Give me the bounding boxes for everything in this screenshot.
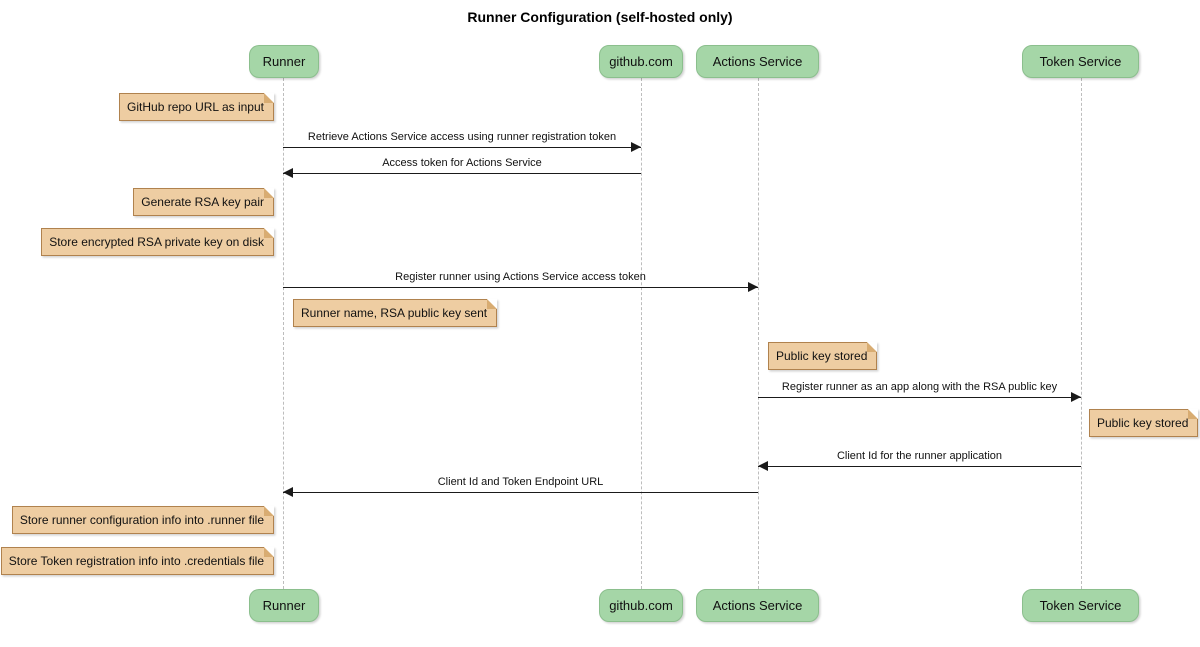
note-store-runner-file: Store runner configuration info into .ru… — [11, 506, 275, 534]
note-runner-name-sent: Runner name, RSA public key sent — [293, 299, 498, 327]
participant-github-top: github.com — [599, 45, 683, 78]
participant-actions-service-bottom: Actions Service — [696, 589, 819, 622]
participant-actions-service-top: Actions Service — [696, 45, 819, 78]
note-github-repo-url: GitHub repo URL as input — [119, 93, 274, 121]
participant-token-service-bottom: Token Service — [1022, 589, 1139, 622]
diagram-title: Runner Configuration (self-hosted only) — [467, 9, 733, 25]
note-store-credentials-file: Store Token registration info into .cred… — [0, 547, 275, 575]
message-label-client-id-runner-app: Client Id for the runner application — [836, 450, 1003, 462]
participant-token-service-top: Token Service — [1022, 45, 1139, 78]
message-arrowhead — [758, 461, 768, 471]
lifeline-token-service — [1081, 78, 1082, 589]
message-line — [283, 173, 641, 174]
lifeline-actions-service — [758, 78, 759, 589]
note-public-key-stored-token: Public key stored — [1089, 409, 1199, 437]
message-label-register-runner: Register runner using Actions Service ac… — [395, 271, 646, 283]
note-public-key-stored-actions: Public key stored — [768, 342, 878, 370]
message-line — [758, 466, 1081, 467]
message-label-client-id-endpoint: Client Id and Token Endpoint URL — [437, 476, 604, 488]
participant-runner-bottom: Runner — [249, 589, 319, 622]
message-label-access-token: Access token for Actions Service — [382, 157, 542, 169]
lifeline-github — [641, 78, 642, 589]
message-line — [283, 492, 758, 493]
participant-runner-top: Runner — [249, 45, 319, 78]
message-label-register-app: Register runner as an app along with the… — [781, 381, 1058, 393]
note-generate-rsa-key: Generate RSA key pair — [133, 188, 274, 216]
message-label-retrieve-actions-access: Retrieve Actions Service access using ru… — [307, 131, 617, 143]
note-store-private-key: Store encrypted RSA private key on disk — [41, 228, 274, 256]
message-arrowhead — [283, 487, 293, 497]
message-arrowhead — [631, 142, 641, 152]
message-arrowhead — [283, 168, 293, 178]
message-arrowhead — [1071, 392, 1081, 402]
lifeline-runner — [283, 78, 284, 589]
message-line — [758, 397, 1081, 398]
message-line — [283, 287, 758, 288]
message-line — [283, 147, 641, 148]
message-arrowhead — [748, 282, 758, 292]
participant-github-bottom: github.com — [599, 589, 683, 622]
